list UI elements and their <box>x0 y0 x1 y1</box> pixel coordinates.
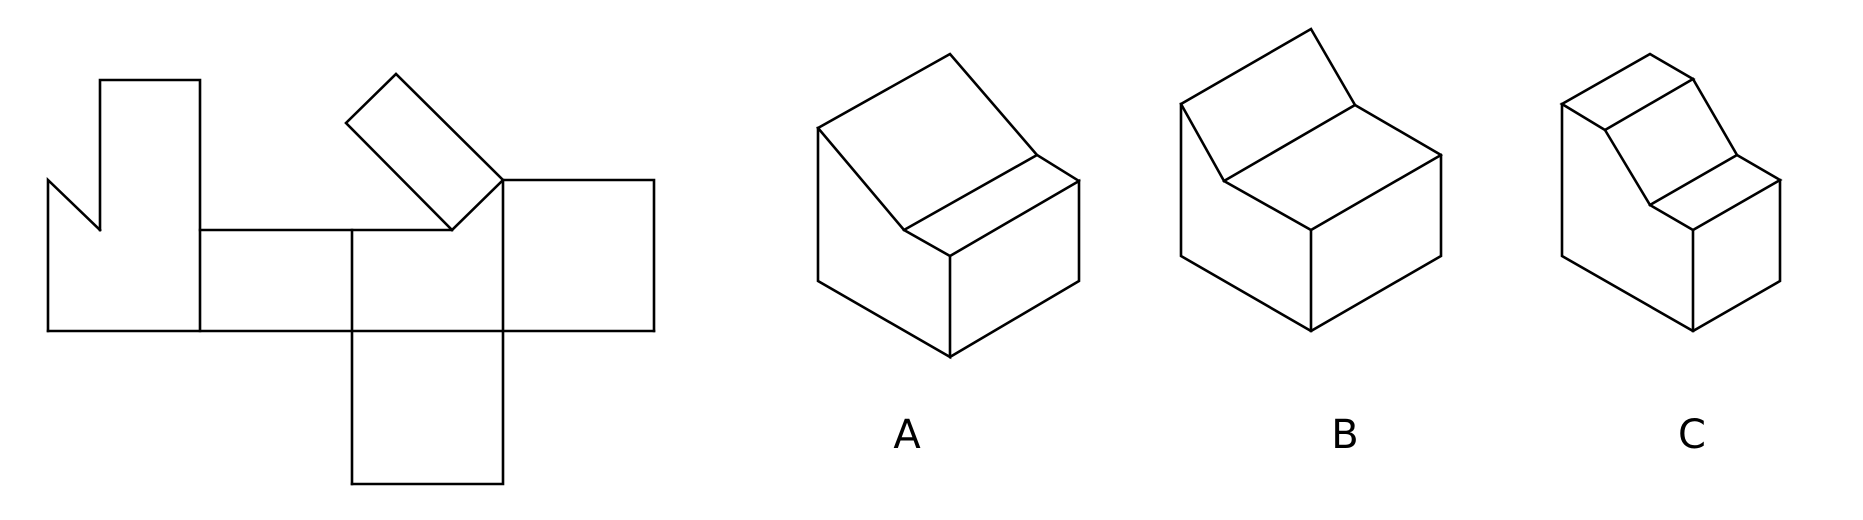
option-c-edges <box>1603 77 1739 207</box>
net-left-face <box>46 176 102 333</box>
option-b-label: B <box>1331 412 1358 458</box>
net-right-face <box>501 178 656 333</box>
option-c-edges <box>1648 153 1783 232</box>
option-b-edges <box>1222 153 1443 232</box>
net-top-left-face <box>98 78 202 333</box>
net-bottom-face <box>350 178 505 486</box>
option-b-solid[interactable] <box>1179 27 1443 333</box>
option-b-slope-face <box>1179 27 1357 183</box>
option-a-edges <box>902 178 1081 359</box>
option-c-top-face <box>1559 52 1696 132</box>
net-slanted-face <box>344 72 505 232</box>
option-a-slope-face <box>815 52 1040 232</box>
option-c-solid[interactable] <box>1559 52 1783 333</box>
net-figure <box>46 72 656 486</box>
option-a-label: A <box>893 412 921 458</box>
option-c-label: C <box>1678 412 1706 458</box>
option-a-edges <box>816 126 952 360</box>
option-a-solid[interactable] <box>815 52 1081 360</box>
option-b-edges <box>1179 102 1443 333</box>
option-a-edge <box>1035 153 1081 183</box>
